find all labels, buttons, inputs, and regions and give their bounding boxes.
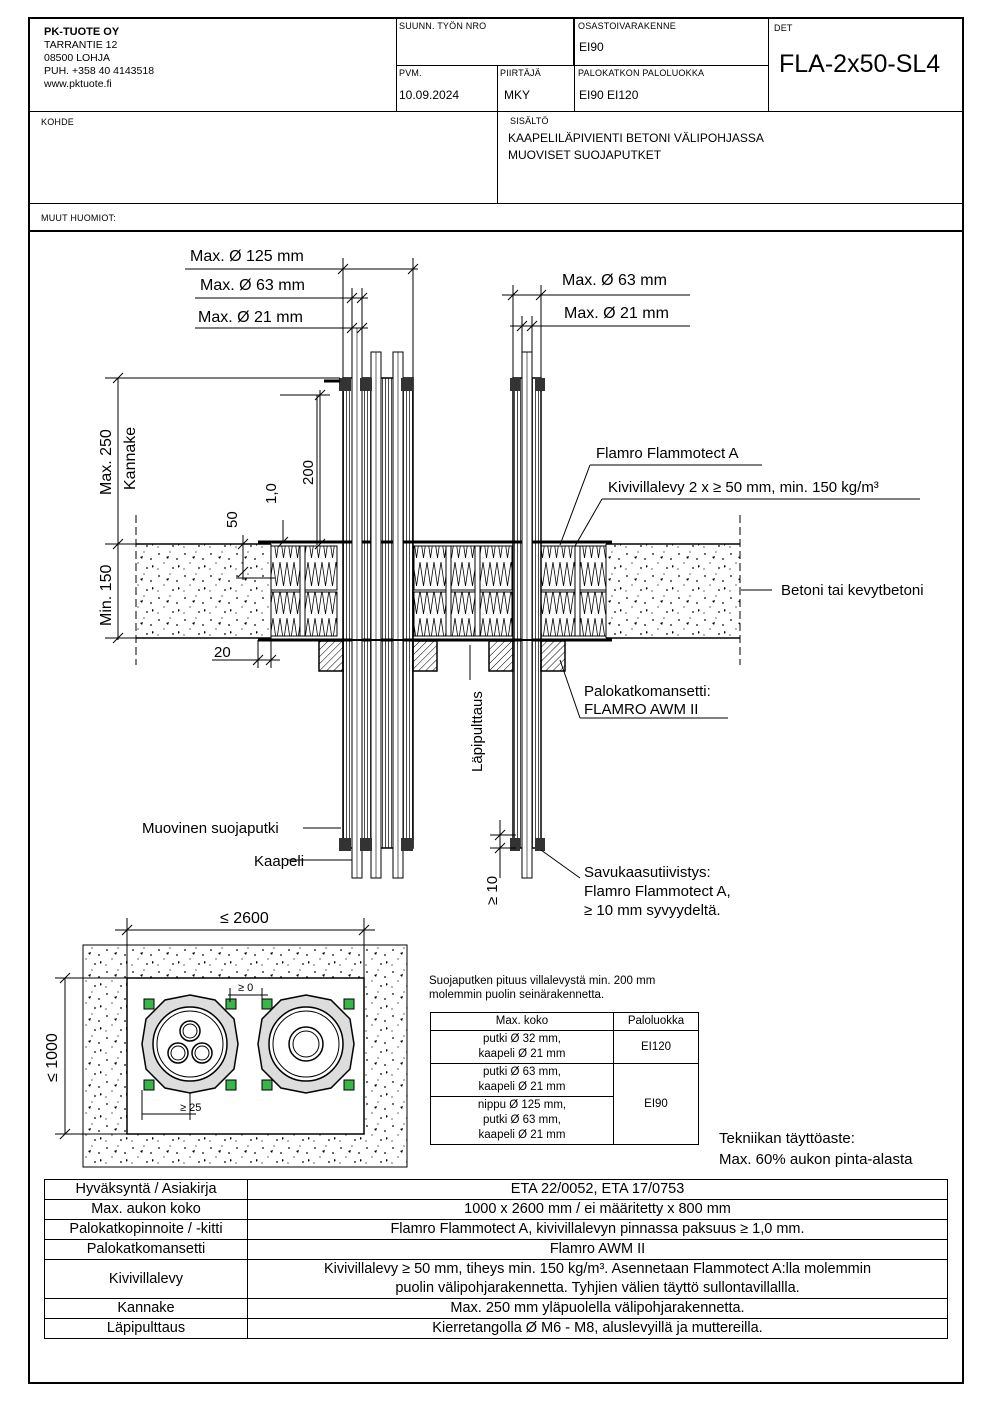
- dim-1000-label: ≤ 1000: [44, 1033, 61, 1082]
- content-label: SISÄLTÖ: [510, 116, 549, 126]
- company-web: www.pktuote.fi: [44, 78, 112, 90]
- fill-note-2: Max. 60% aukon pinta-alasta: [719, 1151, 913, 1168]
- dim-200-label: 200: [300, 460, 317, 485]
- dim-63-left-label: Max. Ø 63 mm: [200, 277, 305, 294]
- company-name: PK-TUOTE OY: [44, 26, 120, 38]
- dim-63-right-label: Max. Ø 63 mm: [562, 272, 667, 289]
- dim-min150-label: Min. 150: [98, 565, 115, 626]
- spec-key: Palokatkopinnoite / -kitti: [44, 1219, 248, 1240]
- dim-2600-label: ≤ 2600: [220, 910, 269, 927]
- smoke-label-1: Savukaasutiivistys:: [584, 864, 711, 881]
- content-line1: KAAPELILÄPIVIENTI BETONI VÄLIPOHJASSA: [508, 131, 764, 145]
- fire-class-value: EI90 EI120: [579, 88, 639, 102]
- concrete-right: [606, 544, 740, 638]
- notes-cell: MUUT HUOMIOT:: [28, 203, 964, 232]
- size-row-3: nippu Ø 125 mm,putki Ø 63 mm,kaapeli Ø 2…: [430, 1096, 614, 1145]
- work-no-label: SUUNN. TYÖN NRO: [399, 21, 487, 31]
- size-head: Max. koko: [430, 1012, 614, 1031]
- size-row-2: putki Ø 63 mm,kaapeli Ø 21 mm: [430, 1063, 614, 1097]
- fire-class-label: PALOKATKON PALOLUOKKA: [578, 68, 705, 78]
- concrete-left: [136, 544, 271, 638]
- class-row-23: EI90: [613, 1063, 699, 1145]
- betoni-label: Betoni tai kevytbetoni: [781, 582, 924, 599]
- spec-value: Flamro AWM II: [247, 1239, 948, 1260]
- drawer-label: PIIRTÄJÄ: [500, 68, 541, 78]
- pipe-bundle-left: [324, 327, 414, 879]
- spec-key: Max. aukon koko: [44, 1199, 248, 1220]
- det-cell: DET FLA-2x50-SL4: [768, 17, 964, 112]
- det-label: DET: [774, 23, 793, 33]
- suojaputki-label: Muovinen suojaputki: [142, 820, 279, 837]
- drawing-frame: [28, 17, 964, 1384]
- kivivilla-label: Kivivillalevy 2 x ≥ 50 mm, min. 150 kg/m…: [608, 479, 879, 496]
- dim-21-left-label: Max. Ø 21 mm: [198, 309, 303, 326]
- assembly-label: OSASTOIVARAKENNE: [578, 21, 676, 31]
- content-line2: MUOVISET SUOJAPUTKET: [508, 148, 662, 162]
- spec-key: Läpipulttaus: [44, 1318, 248, 1339]
- company-phone: PUH. +358 40 4143518: [44, 65, 155, 77]
- kaapeli-label: Kaapeli: [254, 853, 304, 870]
- spec-value: ETA 22/0052, ETA 17/0753: [247, 1179, 948, 1200]
- collar-label-2: FLAMRO AWM II: [584, 701, 698, 718]
- fire-collars: [318, 640, 566, 672]
- company-city: 08500 LOHJA: [44, 52, 110, 64]
- size-class-table: Max. koko Paloluokka putki Ø 32 mm,kaape…: [430, 1012, 699, 1145]
- dim-50-label: 50: [224, 511, 241, 528]
- dim-ge10-label: ≥ 10: [484, 876, 501, 905]
- spec-value: Kivivillalevy ≥ 50 mm, tiheys min. 150 k…: [247, 1259, 948, 1299]
- spec-value: Max. 250 mm yläpuolella välipohjarakenne…: [247, 1298, 948, 1319]
- dim-20-label: 20: [214, 644, 231, 661]
- date-label: PVM.: [399, 68, 422, 78]
- plan-view: ≤ 2600 ≤ 1000 ≥ 0 ≥ 25: [44, 910, 408, 1168]
- lapipulttaus-label: Läpipulttaus: [469, 691, 486, 772]
- dim-max250-label: Max. 250: [98, 429, 115, 495]
- dim-ge25-label: ≥ 25: [180, 1102, 201, 1114]
- company-street: TARRANTIE 12: [44, 39, 118, 51]
- stone-wool-boards: [270, 545, 607, 637]
- dim-ge0-label: ≥ 0: [238, 982, 253, 994]
- target-label: KOHDE: [41, 117, 75, 127]
- dim-125-label: Max. Ø 125 mm: [190, 248, 304, 265]
- date-value: 10.09.2024: [399, 88, 460, 102]
- spec-key: Kivivillalevy: [44, 1259, 248, 1299]
- size-row-1: putki Ø 32 mm,kaapeli Ø 21 mm: [430, 1030, 614, 1064]
- drawer-value: MKY: [504, 88, 531, 102]
- class-row-1: EI120: [613, 1030, 699, 1064]
- spec-key: Kannake: [44, 1298, 248, 1319]
- pipe-right: [510, 351, 545, 879]
- class-head: Paloluokka: [613, 1012, 699, 1031]
- spec-value: Flamro Flammotect A, kivivillalevyn pinn…: [247, 1219, 948, 1240]
- fill-note-1: Tekniikan täyttöaste:: [719, 1130, 855, 1147]
- content-cell: SISÄLTÖ KAAPELILÄPIVIENTI BETONI VÄLIPOH…: [497, 111, 964, 204]
- company-block: PK-TUOTE OY TARRANTIE 12 08500 LOHJA PUH…: [44, 26, 154, 91]
- smoke-label-3: ≥ 10 mm syvyydeltä.: [584, 902, 721, 919]
- pipe-length-note-1: Suojaputken pituus villalevystä min. 200…: [429, 975, 655, 987]
- spec-value: 1000 x 2600 mm / ei määritetty x 800 mm: [247, 1199, 948, 1220]
- spec-key: Palokatkomansetti: [44, 1239, 248, 1260]
- assembly-value: EI90: [579, 40, 604, 54]
- spec-value: Kierretangolla Ø M6 - M8, aluslevyillä j…: [247, 1318, 948, 1339]
- dim-10-label: 1,0: [263, 483, 280, 504]
- kannake-label: Kannake: [122, 427, 139, 490]
- smoke-label-2: Flamro Flammotect A,: [584, 883, 731, 900]
- pipe-length-note-2: molemmin puolin seinärakennetta.: [429, 989, 604, 1001]
- dim-21-right-label: Max. Ø 21 mm: [564, 305, 669, 322]
- det-value: FLA-2x50-SL4: [779, 50, 941, 78]
- flammotect-label: Flamro Flammotect A: [596, 445, 739, 462]
- spec-key: Hyväksyntä / Asiakirja: [44, 1179, 248, 1200]
- notes-label: MUUT HUOMIOT:: [41, 213, 116, 223]
- collar-label-1: Palokatkomansetti:: [584, 683, 711, 700]
